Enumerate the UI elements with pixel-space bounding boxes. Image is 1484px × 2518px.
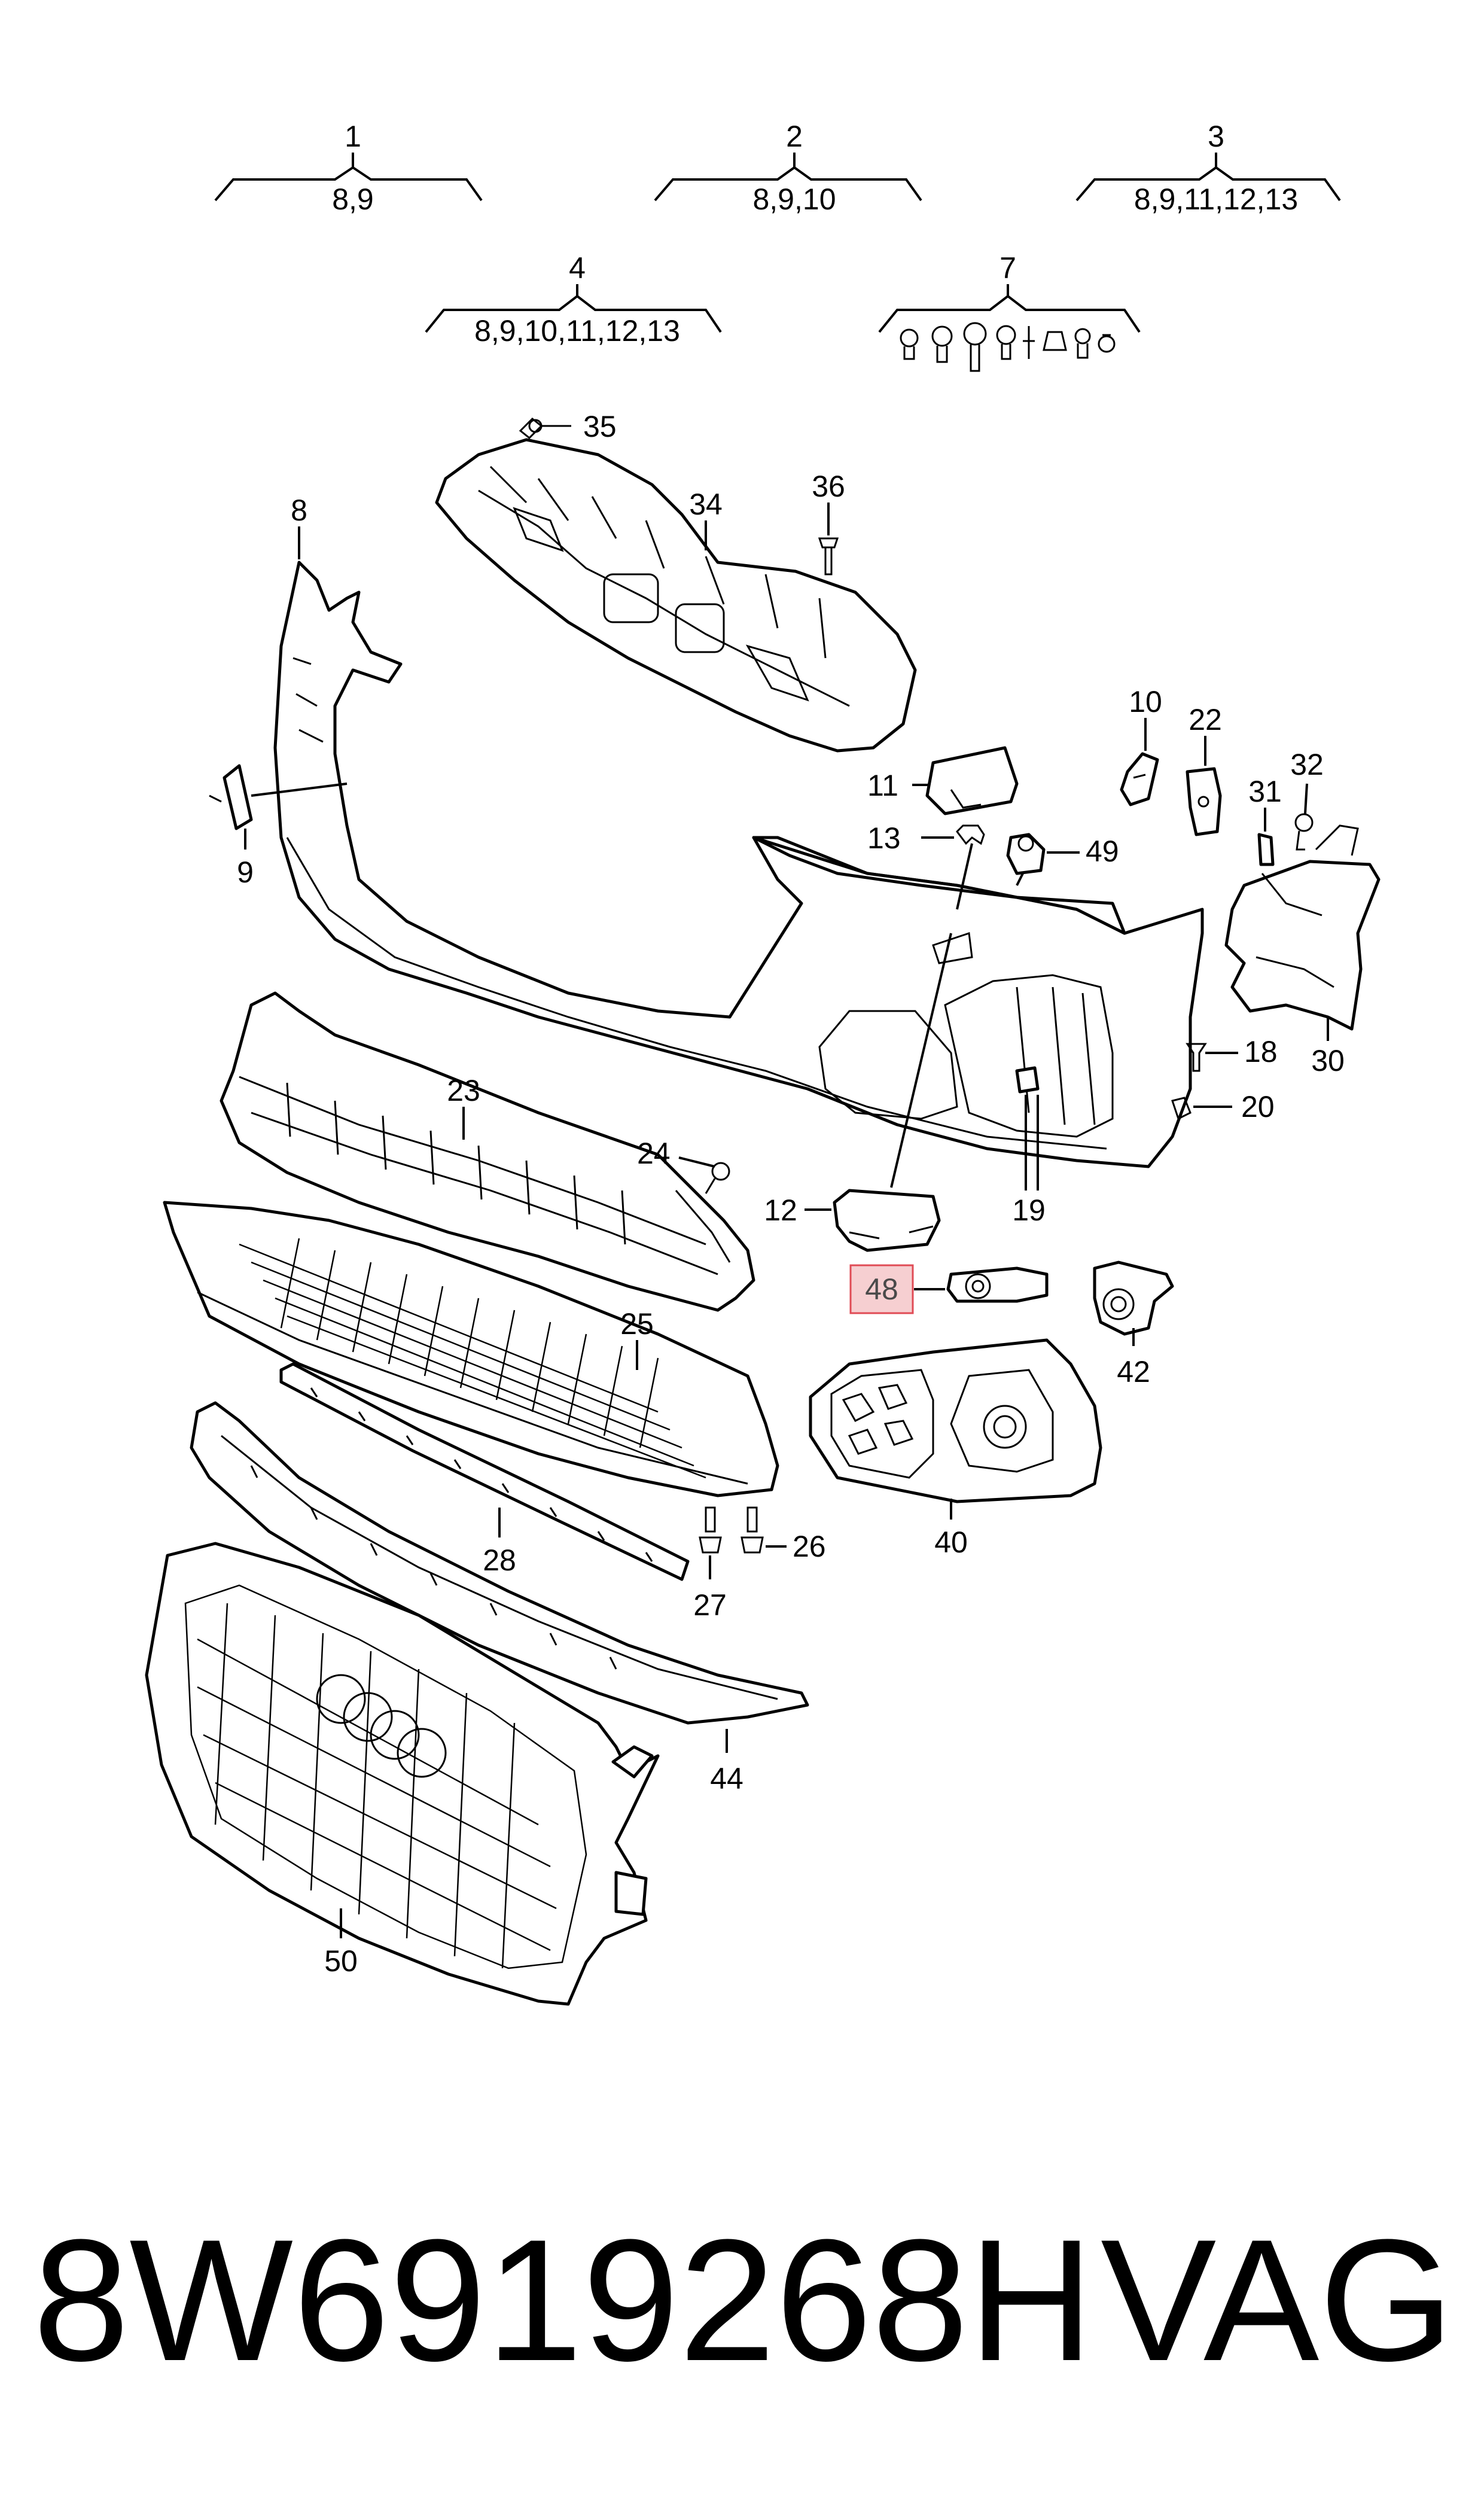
callout-25: 25 [620,1307,654,1341]
group-3-items: 8,9,11,12,13 [1134,182,1298,216]
part-number: 8W6919268H [33,2203,1094,2397]
clip-9 [209,764,348,850]
screw-36 [818,503,839,576]
screw-32 [1294,783,1314,851]
callout-48-box: 48 [849,1264,914,1314]
group-1: 1 8,9 [214,120,483,216]
callout-20: 20 [1241,1090,1275,1123]
group-3-number: 3 [1208,120,1224,153]
cover-12 [805,933,952,1252]
group-4: 4 8,9,10,11,12,13 [425,251,722,348]
callout-27: 27 [693,1588,727,1622]
group-2-number: 2 [786,120,803,153]
group-3: 3 8,9,11,12,13 [1075,120,1341,216]
bumper-cover-8 [273,561,1204,1168]
callout-13: 13 [867,821,901,855]
callout-24: 24 [637,1137,671,1170]
part-22 [1186,736,1222,836]
callout-28: 28 [483,1543,516,1577]
group-1-number: 1 [345,120,361,153]
group-7-number: 7 [1000,251,1016,285]
callout-19: 19 [1012,1193,1046,1227]
screw-35 [519,417,571,440]
bracket-42 [1093,1260,1174,1346]
screw-24 [678,1156,730,1194]
group-1-items: 8,9 [332,182,374,216]
grille-40 [809,1338,1102,1520]
callout-36: 36 [812,470,845,503]
callout-32: 32 [1290,748,1324,781]
callout-10: 10 [1129,685,1162,718]
highlight-box [849,1264,914,1314]
clip-31 [1257,808,1275,866]
group-2: 2 8,9,10 [654,120,922,216]
undertray-25 [163,1201,779,1497]
absorber-23 [220,991,755,1312]
bracket-30 [1224,824,1381,1041]
callout-9: 9 [237,855,254,889]
clip-18 [1186,1043,1238,1072]
callout-42: 42 [1117,1355,1150,1389]
callout-30: 30 [1311,1044,1345,1077]
trim-44 [190,1401,809,1753]
grille-50 [145,1542,660,2006]
part-19 [1015,1066,1040,1191]
callout-11: 11 [867,769,898,802]
clip-20 [1171,1097,1232,1121]
callout-44: 44 [710,1762,743,1795]
callout-34: 34 [689,488,723,521]
strip-28 [279,1362,690,1581]
callout-50: 50 [324,1944,358,1978]
callout-40: 40 [934,1526,968,1559]
fastener-icons [900,322,1116,372]
bracket-34 [435,438,917,753]
sensor-49 [1006,833,1080,886]
callout-12: 12 [764,1193,797,1227]
bolt-27 [699,1506,722,1579]
callout-31: 31 [1248,775,1282,808]
callout-48: 48 [865,1272,898,1306]
sensor-48 [914,1266,1049,1303]
group-4-items: 8,9,10,11,12,13 [474,314,680,348]
group-2-items: 8,9,10 [752,182,836,216]
callout-8: 8 [291,494,307,527]
bolt-26 [741,1506,787,1554]
callout-22: 22 [1189,703,1222,736]
callout-18: 18 [1244,1035,1278,1068]
callout-35: 35 [583,410,617,443]
part-10 [1120,718,1159,806]
brand-name: VAG [1101,2203,1454,2397]
group-7: 7 [878,251,1141,372]
callout-26: 26 [793,1530,826,1563]
bracket-13 [921,824,985,910]
callout-23: 23 [447,1074,480,1107]
group-4-number: 4 [569,251,586,285]
callout-49: 49 [1086,835,1119,868]
cover-11 [925,746,1019,815]
